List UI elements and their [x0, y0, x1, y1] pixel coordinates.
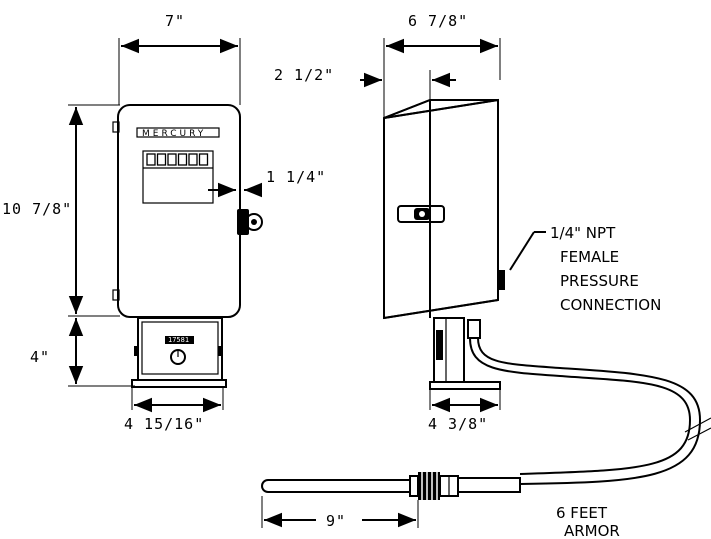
- mounting-bracket: [137, 317, 223, 381]
- probe-sleeve: [457, 477, 521, 493]
- armor-line2: ARMOR: [564, 522, 620, 539]
- base-foot: [131, 379, 227, 388]
- capillary-tube-outer: [469, 337, 692, 475]
- side-latch: [397, 205, 445, 223]
- bracket-tab-right: [218, 346, 223, 356]
- tube-gland: [467, 319, 481, 339]
- base-width-label: 4 15/16": [124, 415, 204, 433]
- break-mark-1: [684, 417, 711, 433]
- counter-digit-box: [177, 153, 188, 166]
- hinge-top: [112, 121, 120, 133]
- side-top-bevel: [383, 99, 431, 119]
- pressure-fitting: [498, 270, 505, 290]
- counter-digit-box: [167, 153, 177, 166]
- probe-bulb: [261, 479, 411, 493]
- probe-assembly: 9" 6 FEET ARMOR: [261, 472, 620, 539]
- front-width-label: 7": [165, 12, 185, 30]
- counter-digit-box: [156, 153, 167, 166]
- connection-callout: 1/4" NPT FEMALE PRESSURE CONNECTION: [509, 224, 661, 314]
- connection-line1: 1/4" NPT: [550, 224, 616, 242]
- counter-digits: [146, 153, 209, 166]
- side-view: 6 7/8" 2 1/2" 4 3/8": [274, 12, 711, 485]
- probe-collar: [409, 475, 419, 497]
- leader-line: [509, 231, 535, 271]
- offset-label: 2 1/2": [274, 66, 334, 84]
- connection-line2: FEMALE: [560, 248, 619, 266]
- side-bottom-edge: [383, 299, 499, 319]
- side-bracket-tab: [436, 330, 443, 360]
- serial-plate: [165, 336, 194, 344]
- base-height-label: 4": [30, 348, 50, 366]
- latch-knob: [237, 209, 249, 235]
- counter-window: [142, 150, 214, 204]
- front-height-label: 10 7/8": [2, 200, 72, 218]
- front-view: 7" 10 7/8" 4" MERCURY 1 1/4": [2, 12, 326, 433]
- thread-lines: [421, 472, 438, 500]
- counter-digit-box: [198, 153, 209, 166]
- brand-plate: [136, 127, 220, 138]
- connection-line4: CONNECTION: [560, 296, 661, 314]
- probe-length-label: 9": [326, 512, 346, 530]
- latch-knob-center: [251, 219, 257, 225]
- armor-line1: 6 FEET: [556, 504, 608, 522]
- serial-label: 17581: [168, 336, 189, 344]
- side-base-width-label: 4 3/8": [428, 415, 488, 433]
- side-depth-label: 6 7/8": [408, 12, 468, 30]
- connection-line3: PRESSURE: [560, 272, 639, 290]
- adjust-dial: [170, 349, 186, 365]
- side-top-face: [383, 99, 499, 119]
- break-mark-2: [687, 427, 711, 441]
- knob-offset-label: 1 1/4": [266, 168, 326, 186]
- side-base-foot: [429, 381, 501, 390]
- counter-digit-box: [188, 153, 198, 166]
- hinge-bottom: [112, 289, 120, 301]
- bracket-inner: [141, 321, 219, 375]
- bracket-tab-left: [134, 346, 139, 356]
- probe-thread: [418, 472, 440, 500]
- counter-digit-box: [146, 153, 156, 166]
- brand-label: MERCURY: [142, 129, 206, 139]
- capillary-tube-inner: [477, 337, 702, 485]
- side-latch-hole: [419, 211, 425, 217]
- latch-knob-cap: [245, 213, 263, 231]
- side-enclosure-face: [383, 98, 499, 320]
